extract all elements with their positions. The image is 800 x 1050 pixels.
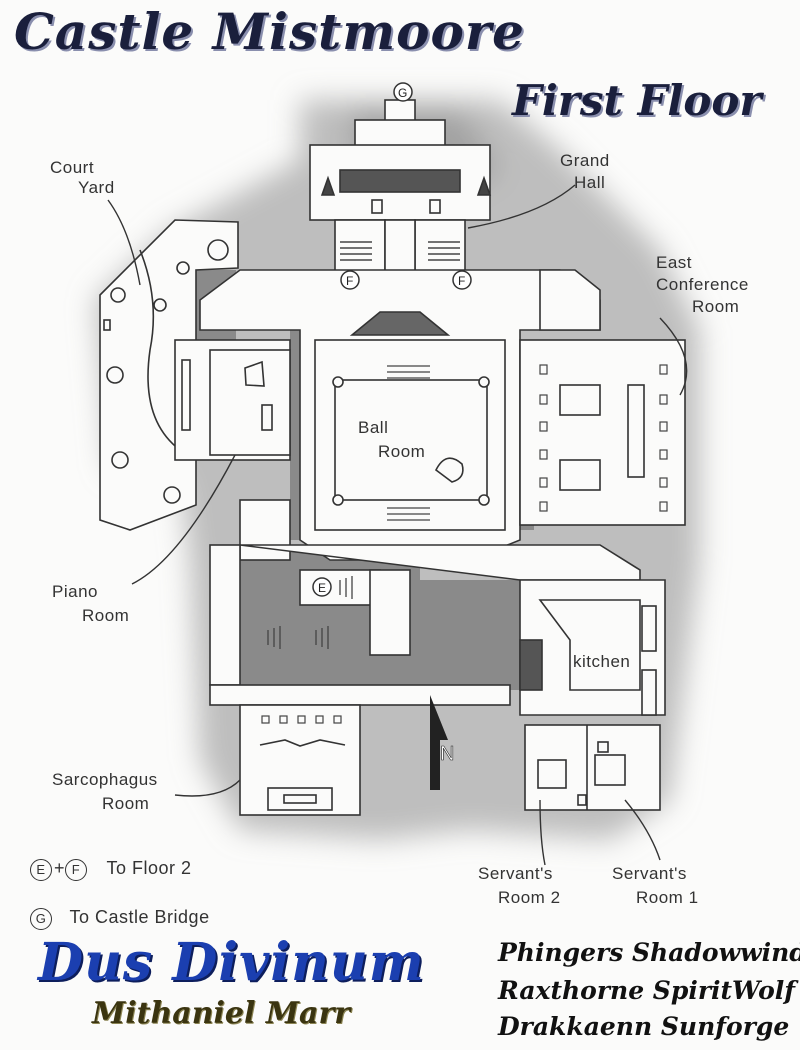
gate-marker: G — [398, 86, 407, 100]
stair-marker-e: E — [318, 581, 326, 595]
campaign-title: Dus Divinum — [38, 932, 425, 993]
legend-g-symbol: G — [30, 908, 52, 930]
stair-marker-f-west: F — [346, 274, 353, 288]
player-name: Phingers Shadowwind — [498, 938, 800, 967]
north-letter: N — [440, 743, 454, 765]
servants-rooms — [524, 724, 661, 811]
kitchen-room — [519, 579, 666, 716]
court-yard-label-line-2: Yard — [78, 178, 115, 197]
servants-room-2-label-line-1: Servant's — [478, 864, 553, 883]
legend-castle-bridge-text: To Castle Bridge — [69, 907, 210, 927]
servants-room-1-label: Servant's Room 1 — [612, 862, 699, 910]
stair-marker-f-east: F — [458, 274, 465, 288]
ball-room-label: Ball Room — [358, 416, 425, 464]
grand-hall — [309, 99, 492, 311]
piano-room-label-line-1: Piano — [52, 582, 98, 601]
label-leaders — [107, 184, 688, 866]
servants-room-1-label-line-2: Room 1 — [636, 888, 699, 907]
court-yard-label: Court Yard — [50, 158, 115, 198]
legend-floor-2: E+F To Floor 2 — [30, 858, 192, 881]
legend-floor-2-text: To Floor 2 — [106, 858, 192, 878]
servants-room-2-label-line-2: Room 2 — [498, 888, 561, 907]
sarcophagus-room-label-line-2: Room — [102, 794, 150, 813]
grand-hall-label-line-1: Grand — [560, 151, 610, 170]
ball-room-label-line-2: Room — [378, 442, 426, 461]
east-conference-label: East Conference Room — [656, 252, 749, 318]
court-yard-label-line-1: Court — [50, 158, 95, 177]
grand-hall-label: Grand Hall — [560, 150, 610, 194]
legend-joiner: + — [54, 858, 66, 878]
corridors — [209, 499, 641, 706]
floor-markers: G F F E — [312, 82, 472, 597]
kitchen-label: kitchen — [573, 652, 631, 671]
map-title: Castle Mistmoore — [14, 2, 525, 61]
east-conference-room — [519, 269, 686, 526]
grand-hall-label-line-2: Hall — [574, 173, 606, 192]
piano-room-label-line-2: Room — [82, 606, 130, 625]
east-conference-label-line-2: Conference — [656, 275, 749, 294]
player-name: Drakkaenn Sunforge — [498, 1012, 790, 1041]
legend-f-symbol: F — [65, 859, 88, 881]
ball-room-label-line-1: Ball — [358, 418, 389, 437]
court-yard — [99, 219, 239, 531]
player-name: Raxthorne SpiritWolf — [498, 976, 796, 1005]
north-arrow-icon: N — [430, 695, 455, 790]
servants-room-1-label-line-1: Servant's — [612, 864, 687, 883]
legend-e-symbol: E — [30, 859, 52, 881]
piano-room — [174, 339, 291, 461]
sarcophagus-room-label-line-1: Sarcophagus — [52, 770, 158, 789]
floor-title: First Floor — [512, 76, 762, 125]
sarcophagus-room-label: Sarcophagus Room — [52, 768, 158, 816]
piano-room-label: Piano Room — [52, 580, 129, 628]
servants-room-2-label: Servant's Room 2 — [478, 862, 561, 910]
east-conference-label-line-1: East — [656, 253, 693, 272]
east-conference-label-line-3: Room — [692, 297, 740, 316]
author-name: Mithaniel Marr — [92, 996, 351, 1031]
sarcophagus-room — [239, 704, 361, 816]
legend-castle-bridge: G To Castle Bridge — [30, 907, 210, 930]
ball-room — [199, 269, 601, 561]
